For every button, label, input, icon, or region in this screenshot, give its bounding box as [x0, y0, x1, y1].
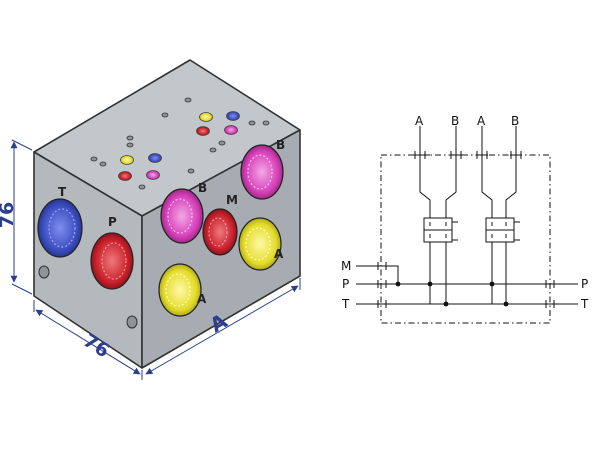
mounting-hole	[262, 120, 270, 126]
top-port-lines	[414, 126, 522, 182]
port-m-thread	[208, 217, 228, 247]
mounting-hole	[161, 112, 169, 118]
port-b-lower-label: B	[198, 181, 207, 195]
schematic-label-p-left: P	[342, 277, 349, 291]
mounting-hole	[209, 147, 217, 153]
schematic-boundary	[380, 154, 551, 324]
dimension-lines	[10, 139, 301, 380]
top-port-red	[118, 171, 132, 181]
port-m	[202, 208, 238, 256]
mounting-hole	[184, 97, 192, 103]
schematic-port-b-2: B	[511, 114, 519, 128]
port-m-label: M	[226, 193, 238, 207]
mounting-hole	[126, 315, 138, 329]
top-port-yellow	[120, 155, 134, 165]
mounting-hole	[38, 265, 50, 279]
schematic-port-a-1: A	[415, 114, 424, 128]
schematic-port-b-1: B	[451, 114, 459, 128]
top-port-blue	[226, 111, 240, 121]
top-port-magenta	[146, 170, 160, 180]
mounting-hole	[99, 161, 107, 167]
manifold-block: T P B B M A A	[33, 59, 301, 369]
port-b-lower	[160, 188, 204, 244]
port-a-lower-label: A	[197, 292, 207, 306]
schematic-label-p-right: P	[581, 277, 588, 291]
port-a-right-label: A	[274, 247, 284, 261]
schematic-label-t-right: T	[580, 297, 589, 311]
mounting-hole	[218, 140, 226, 146]
schematic-junctions	[395, 281, 509, 307]
schematic-label-m: M	[341, 259, 351, 273]
mounting-hole	[126, 142, 134, 148]
depth-dimension-line	[35, 309, 141, 375]
top-port-magenta	[224, 125, 238, 135]
top-port-yellow	[199, 112, 213, 122]
port-b-upper-label: B	[276, 138, 285, 152]
port-a-lower	[158, 263, 202, 317]
length-dimension-line	[145, 285, 299, 375]
schematic-port-a-2: A	[477, 114, 486, 128]
port-b-lower-thread	[167, 198, 193, 234]
top-face-holes	[90, 97, 270, 190]
cartridge-left	[419, 182, 458, 304]
schematic-label-t-left: T	[341, 297, 350, 311]
port-p	[90, 232, 134, 290]
hydraulic-schematic	[356, 126, 578, 324]
top-port-blue	[148, 153, 162, 163]
port-t-label: T	[58, 185, 67, 199]
port-p-thread	[101, 242, 127, 280]
port-b-upper-thread	[247, 154, 273, 190]
mounting-hole	[126, 135, 134, 141]
port-b-upper	[240, 144, 284, 200]
port-p-label: P	[108, 215, 117, 229]
port-t-thread	[48, 208, 76, 248]
mounting-hole	[187, 168, 195, 174]
port-a-right-thread	[245, 227, 271, 261]
mounting-hole	[248, 120, 256, 126]
port-a-right	[238, 217, 282, 271]
mounting-hole	[90, 156, 98, 162]
top-port-red	[196, 126, 210, 136]
m-line	[356, 265, 399, 284]
mounting-hole	[138, 184, 146, 190]
cartridge-right	[481, 182, 520, 304]
height-dimension-label: 76	[0, 202, 18, 228]
